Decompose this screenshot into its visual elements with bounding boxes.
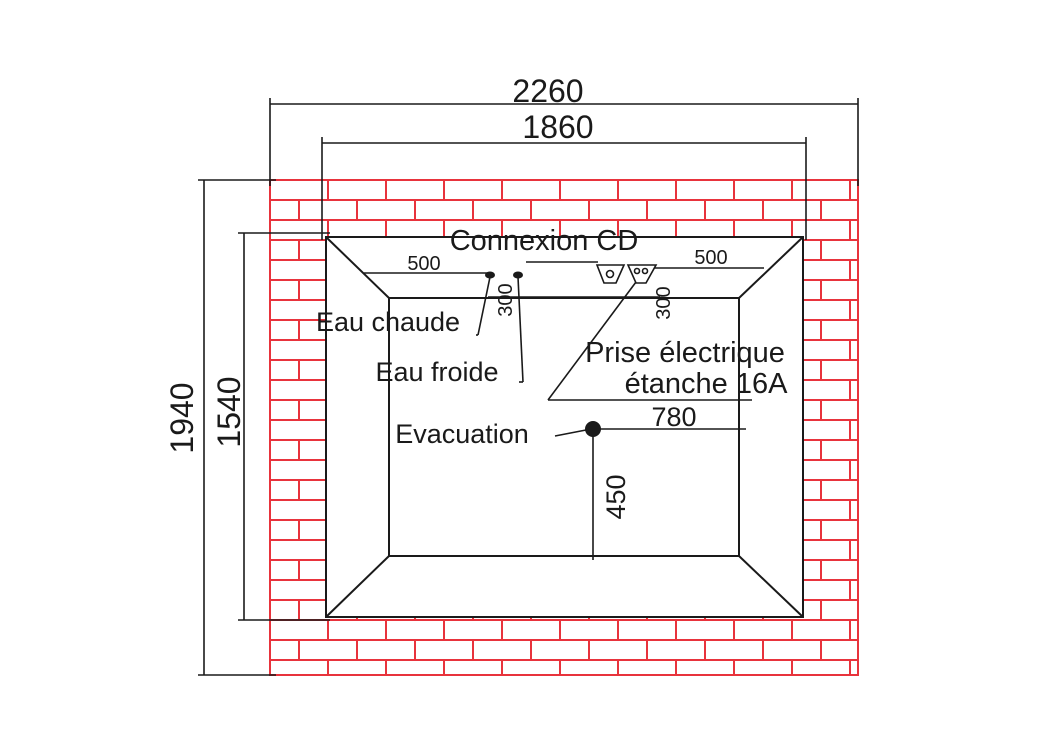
- cd-connection-box-icon: [595, 264, 626, 284]
- outer-width-dimension: [269, 98, 859, 186]
- outer-height-label: 1940: [164, 382, 200, 453]
- inner-height-label: 1540: [211, 376, 247, 447]
- drain-y-label: 450: [601, 474, 631, 519]
- outlet-height-label: 300: [653, 286, 675, 319]
- plumbing-lines: [364, 261, 764, 560]
- bevel-line-top-right: [738, 236, 804, 299]
- drain-label: Evacuation: [395, 419, 529, 449]
- outlet-label-line-1: Prise électrique: [585, 337, 785, 369]
- inner-height-dimension: [238, 232, 330, 621]
- cold-water-label: Eau froide: [375, 357, 498, 387]
- hot-water-height-label: 300: [495, 283, 517, 316]
- outer-height-dimension: [198, 179, 276, 676]
- cold-water-fitting: [513, 271, 523, 279]
- bevel-line-bottom-left: [325, 555, 390, 618]
- cd-connection-label: Connexion CD: [450, 225, 639, 257]
- electrical-outlet-icon: [626, 264, 658, 284]
- drain-x-label: 780: [651, 402, 696, 432]
- spa-basin-outline: [388, 297, 740, 557]
- inner-width-label: 1860: [522, 109, 593, 145]
- bevel-line-top-left: [325, 236, 390, 299]
- drain-fitting: [585, 421, 601, 437]
- inner-width-dimension: [321, 137, 807, 240]
- hot-water-fitting: [485, 271, 495, 279]
- outlet-label-line-2: étanche 16A: [625, 368, 789, 400]
- hot-water-label: Eau chaude: [316, 307, 460, 337]
- outer-width-label: 2260: [512, 73, 583, 109]
- hot-water-offset-label: 500: [407, 253, 440, 275]
- outlet-offset-label: 500: [694, 247, 727, 269]
- bevel-line-bottom-right: [738, 555, 804, 618]
